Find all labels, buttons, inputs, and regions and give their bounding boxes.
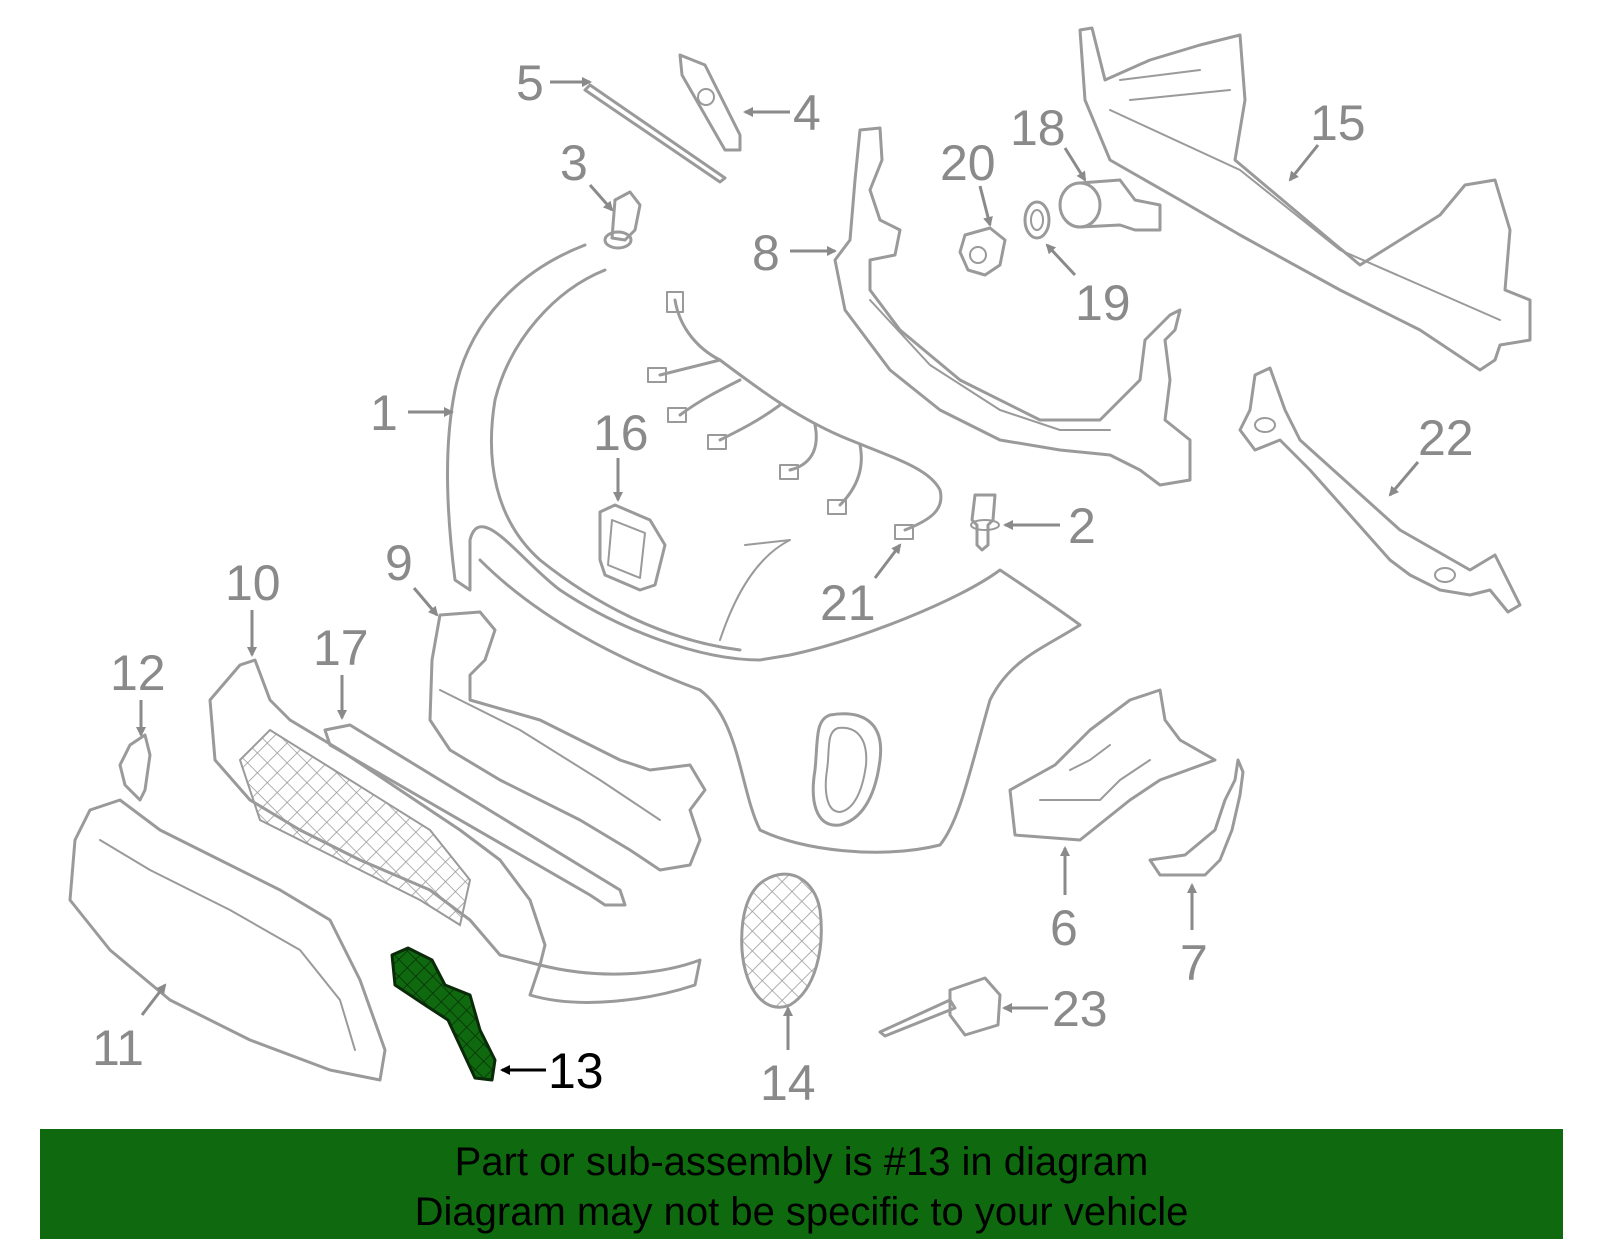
energy-absorber-part-9 (428, 610, 707, 872)
svg-text:23: 23 (1052, 981, 1108, 1037)
callout-3: 3 (560, 135, 614, 212)
svg-text:21: 21 (820, 575, 876, 631)
callout-23: 23 (1002, 981, 1108, 1037)
svg-text:22: 22 (1418, 410, 1474, 466)
svg-text:13: 13 (548, 1043, 604, 1099)
svg-text:11: 11 (92, 1020, 144, 1076)
svg-text:19: 19 (1075, 275, 1131, 331)
plate-part-4 (678, 53, 742, 152)
callout-8: 8 (752, 225, 837, 281)
callout-10: 10 (225, 555, 281, 657)
svg-text:6: 6 (1050, 900, 1078, 956)
sensor-probe-part-23 (878, 976, 1002, 1038)
callout-17: 17 (313, 620, 369, 720)
callout-11: 11 (92, 983, 167, 1076)
ring-part-19 (1023, 200, 1051, 240)
callout-20: 20 (940, 135, 996, 227)
callout-21: 21 (820, 543, 902, 631)
callout-4: 4 (743, 85, 821, 141)
reinforcement-beam-part-15 (1078, 26, 1532, 372)
clip-part-2 (970, 493, 1000, 552)
callout-18: 18 (1010, 100, 1087, 182)
svg-text:8: 8 (752, 225, 780, 281)
callout-7: 7 (1180, 883, 1208, 991)
callout-13: 13 (500, 1043, 604, 1099)
holder-part-20 (958, 226, 1007, 277)
svg-text:18: 18 (1010, 100, 1066, 156)
mounting-rail-part-8 (833, 126, 1192, 487)
callout-6: 6 (1050, 846, 1078, 956)
callout-15: 15 (1288, 95, 1366, 182)
svg-text:15: 15 (1310, 95, 1366, 151)
wiring-harness-part-21 (647, 291, 943, 540)
lower-grille-part-11 (68, 798, 387, 1082)
svg-text:2: 2 (1068, 498, 1096, 554)
svg-text:10: 10 (225, 555, 281, 611)
svg-text:20: 20 (940, 135, 996, 191)
callout-5: 5 (516, 55, 592, 111)
sensor-part-18 (1058, 178, 1162, 232)
svg-text:14: 14 (760, 1055, 816, 1111)
callout-16: 16 (593, 405, 649, 502)
svg-text:5: 5 (516, 55, 544, 111)
support-bar-part-22 (1238, 366, 1522, 614)
callout-1: 1 (370, 385, 454, 441)
control-module-part-16 (598, 503, 667, 592)
side-guide-part-7 (1148, 758, 1245, 877)
svg-text:17: 17 (313, 620, 369, 676)
svg-text:12: 12 (110, 645, 166, 701)
callout-19: 19 (1045, 243, 1131, 331)
caption-line-2: Diagram may not be specific to your vehi… (414, 1190, 1189, 1234)
svg-text:16: 16 (593, 405, 649, 461)
caption-banner: Part or sub-assembly is #13 in diagram D… (40, 1129, 1563, 1239)
svg-text:9: 9 (385, 535, 413, 591)
svg-text:3: 3 (560, 135, 588, 191)
screw-part-3 (603, 190, 642, 250)
svg-text:7: 7 (1180, 935, 1208, 991)
callout-14: 14 (760, 1006, 816, 1111)
svg-text:1: 1 (370, 385, 398, 441)
strip-part-17 (323, 723, 627, 907)
fog-grille-part-14 (740, 872, 823, 1009)
trim-strip-part-5 (583, 83, 727, 184)
svg-text:4: 4 (793, 85, 821, 141)
bracket-part-13-highlighted (390, 946, 497, 1082)
side-bracket-part-6 (1008, 688, 1217, 842)
callout-22: 22 (1388, 410, 1474, 497)
callout-9: 9 (385, 535, 439, 617)
caption-line-1: Part or sub-assembly is #13 in diagram (454, 1140, 1149, 1184)
callout-2: 2 (1003, 498, 1096, 554)
upper-grille-part-10 (208, 658, 702, 1004)
cap-part-12 (118, 733, 152, 802)
bumper-cover-part-1 (446, 243, 1082, 854)
callout-12: 12 (110, 645, 166, 737)
